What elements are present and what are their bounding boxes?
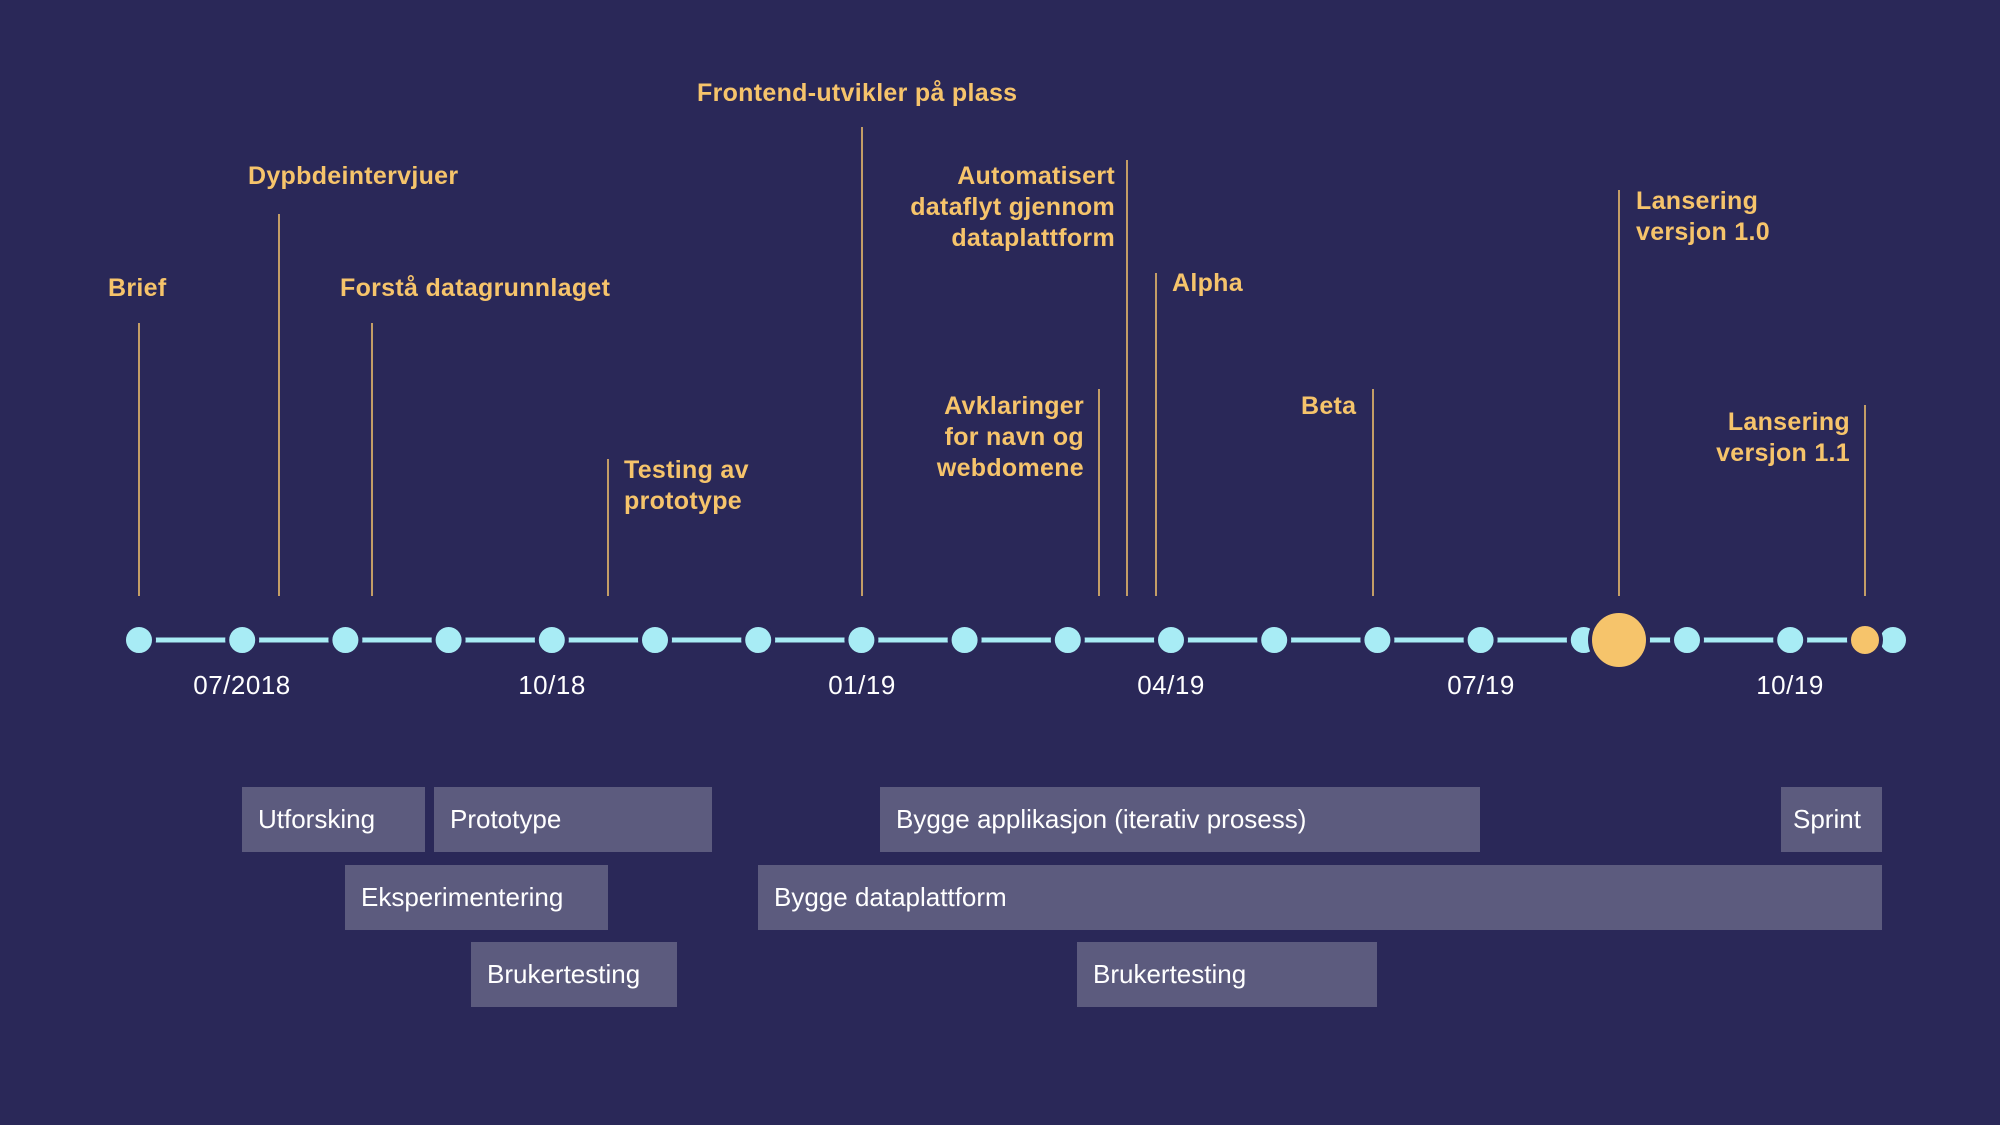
month-node	[1463, 623, 1498, 657]
axis-tick-label: 07/19	[1447, 670, 1515, 700]
phase-bar-brukertesting-1: Brukertesting	[471, 942, 677, 1007]
month-node	[122, 623, 156, 657]
month-node	[947, 623, 982, 657]
month-node	[1154, 623, 1188, 657]
month-node	[225, 623, 260, 657]
month-node	[534, 623, 569, 657]
milestone-brief: Brief	[108, 274, 167, 302]
milestone-forsta-datagrunnlaget: Forstå datagrunnlaget	[340, 274, 611, 302]
axis-tick-label: 07/2018	[193, 670, 291, 700]
month-node	[1257, 623, 1292, 657]
axis-tick-label: 10/18	[518, 670, 586, 700]
milestone-avklaringer: Avklaringer for navn og webdomene	[936, 392, 1084, 482]
milestone-frontend-utvikler: Frontend-utvikler på plass	[697, 79, 1018, 107]
phase-bar-brukertesting-2: Brukertesting	[1077, 942, 1377, 1007]
month-node	[1773, 623, 1808, 657]
phase-bar-utforsking: Utforsking	[242, 787, 425, 852]
milestone-alpha: Alpha	[1172, 269, 1243, 297]
milestone-dybdeintervjuer: Dypbdeintervjuer	[248, 162, 459, 190]
phase-bar-sprint: Sprint	[1781, 787, 1882, 852]
phase-bar-bygge-dataplattform: Bygge dataplattform	[758, 865, 1882, 930]
axis-tick-label: 01/19	[828, 670, 896, 700]
month-node	[1050, 623, 1085, 657]
month-node	[431, 623, 466, 657]
month-node	[638, 623, 672, 657]
launch-node-large	[1588, 609, 1650, 671]
axis-tick-label: 10/19	[1756, 670, 1824, 700]
milestone-lansering-1-1: Lansering versjon 1.1	[1716, 408, 1850, 467]
phase-bar-prototype: Prototype	[434, 787, 712, 852]
month-node	[1670, 623, 1704, 657]
phase-bar-bygge-applikasjon: Bygge applikasjon (iterativ prosess)	[880, 787, 1480, 852]
axis-tick-label: 04/19	[1137, 670, 1205, 700]
launch-node-small	[1847, 622, 1883, 658]
phase-bar-eksperimentering: Eksperimentering	[345, 865, 608, 930]
month-node	[1360, 623, 1395, 657]
month-node	[844, 623, 879, 657]
milestone-beta: Beta	[1301, 392, 1357, 420]
milestone-testing-av-prototype: Testing av prototype	[624, 456, 749, 515]
month-node	[741, 623, 776, 657]
milestone-automatisert-dataflyt: Automatisert dataflyt gjennom dataplattf…	[910, 162, 1115, 252]
milestone-lansering-1-0: Lansering versjon 1.0	[1636, 187, 1770, 246]
month-node	[328, 623, 363, 657]
